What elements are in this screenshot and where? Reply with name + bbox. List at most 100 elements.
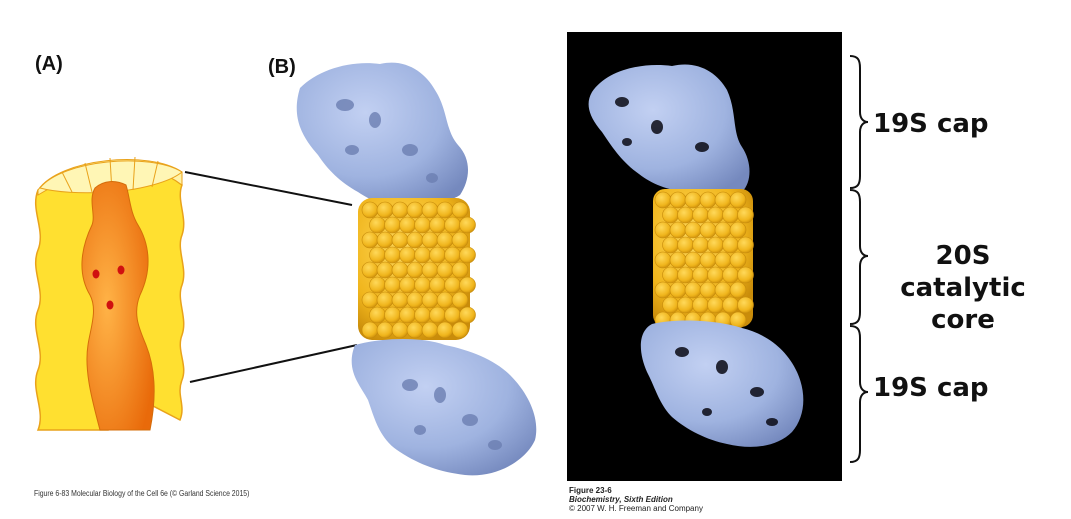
core-subunit-bump	[361, 231, 379, 249]
core-subunit-bump	[451, 201, 469, 219]
core-subunit-bump	[444, 216, 461, 234]
label-19s-cap-top: 19S cap	[873, 109, 989, 139]
label-19s-cap-bottom: 19S cap	[873, 373, 989, 403]
core-subunit-bump	[692, 236, 709, 254]
core-subunit-bump	[399, 306, 416, 324]
core-subunit-bump	[406, 291, 424, 309]
core-subunit-bump	[684, 251, 702, 269]
core-subunit-bump	[436, 321, 454, 339]
core-subunit-bump	[707, 296, 724, 314]
core-subunit-bump	[399, 246, 416, 264]
copyright-line: © 2007 W. H. Freeman and Company	[569, 504, 703, 513]
core-subunit-bump	[722, 266, 739, 284]
connector-line-top	[184, 171, 353, 206]
core-subunit-bump	[737, 236, 754, 254]
proteasome-cutaway-diagram	[34, 156, 185, 431]
core-subunit-bump	[369, 216, 386, 234]
core-subunit-bump	[699, 191, 717, 209]
core-subunit-bump	[444, 276, 461, 294]
core-subunit-bump	[361, 291, 379, 309]
core-subunit-bump	[361, 201, 379, 219]
core-subunit-bump	[436, 231, 454, 249]
core-subunit-bump	[384, 216, 401, 234]
core-subunit-bump	[722, 296, 739, 314]
core-subunit-bump	[414, 306, 431, 324]
core-subunit-bump	[414, 216, 431, 234]
core-subunit-bump	[699, 221, 717, 239]
core-subunit-bump	[369, 246, 386, 264]
core-subunit-bump	[421, 291, 439, 309]
central-chamber	[81, 181, 155, 431]
label-20s-catalytic-core: 20S catalytic core	[873, 240, 1053, 336]
core-subunit-bump	[692, 206, 709, 224]
proteasome-surface-model-b	[296, 62, 537, 476]
core-subunit-bump	[684, 281, 702, 299]
core-subunit-bump	[669, 281, 687, 299]
core-subunit-bump	[684, 221, 702, 239]
core-subunit-bump	[391, 321, 409, 339]
core-subunit-bump	[376, 261, 394, 279]
book-title: Biochemistry, Sixth Edition	[569, 495, 673, 504]
core-subunit-bump	[677, 206, 694, 224]
core-subunit-bump	[714, 221, 732, 239]
core-subunit-bump	[391, 291, 409, 309]
core-subunit-bump	[662, 266, 679, 284]
core-subunit-bump	[399, 216, 416, 234]
core-subunit-bump	[737, 296, 754, 314]
core-subunit-bump	[406, 321, 424, 339]
core-subunit-bump	[729, 251, 747, 269]
core-texture	[361, 201, 476, 339]
right-figure-credit: Figure 23-6 Biochemistry, Sixth Edition …	[569, 486, 703, 513]
core-subunit-bump	[369, 276, 386, 294]
core-subunit-bump	[384, 306, 401, 324]
core-subunit-bump	[669, 221, 687, 239]
core-subunit-bump	[421, 261, 439, 279]
core-subunit-bump	[722, 236, 739, 254]
core-subunit-bump	[669, 251, 687, 269]
left-figure-credit: Figure 6-83 Molecular Biology of the Cel…	[34, 489, 250, 498]
core-subunit-bump	[376, 201, 394, 219]
core-subunit-bump	[421, 201, 439, 219]
active-site-dot	[106, 300, 114, 310]
core-subunit-bump	[361, 321, 379, 339]
core-subunit-bump	[692, 296, 709, 314]
core-subunit-bump	[714, 281, 732, 299]
core-subunit-bump	[384, 246, 401, 264]
core-subunit-bump	[429, 306, 446, 324]
core-subunit-bump	[376, 291, 394, 309]
active-site-dot	[92, 269, 100, 279]
panel-a-label: (A)	[35, 53, 63, 75]
core-subunit-bump	[692, 266, 709, 284]
core-subunit-bump	[391, 201, 409, 219]
cap-top-cavities	[336, 99, 438, 183]
core-right-texture	[654, 191, 754, 329]
core-subunit-bump	[391, 261, 409, 279]
core-subunit-bump	[459, 306, 476, 324]
core-subunit-bump	[677, 266, 694, 284]
core-subunit-bump	[707, 236, 724, 254]
core-subunit-bump	[737, 266, 754, 284]
core-subunit-bump	[436, 261, 454, 279]
cap-bottom-cavities	[402, 379, 502, 450]
core-subunit-bump	[722, 206, 739, 224]
core-subunit-bump	[444, 306, 461, 324]
cap-19s-bottom	[351, 338, 537, 476]
cap-bottom-right-cavities	[675, 347, 778, 426]
core-subunit-bump	[406, 261, 424, 279]
core-subunit-bump	[444, 246, 461, 264]
core-subunit-bump	[459, 216, 476, 234]
core-subunit-bump	[737, 206, 754, 224]
core-subunit-bump	[429, 276, 446, 294]
core-subunit-bump	[654, 221, 672, 239]
cap-19s-top	[296, 62, 468, 206]
core-subunit-bump	[714, 251, 732, 269]
core-subunit-bump	[436, 291, 454, 309]
active-site-dot	[117, 265, 125, 275]
core-subunit-bump	[429, 246, 446, 264]
core-subunit-bump	[699, 251, 717, 269]
core-subunit-bump	[662, 206, 679, 224]
core-subunit-bump	[421, 321, 439, 339]
core-subunit-bump	[436, 201, 454, 219]
core-subunit-bump	[699, 281, 717, 299]
